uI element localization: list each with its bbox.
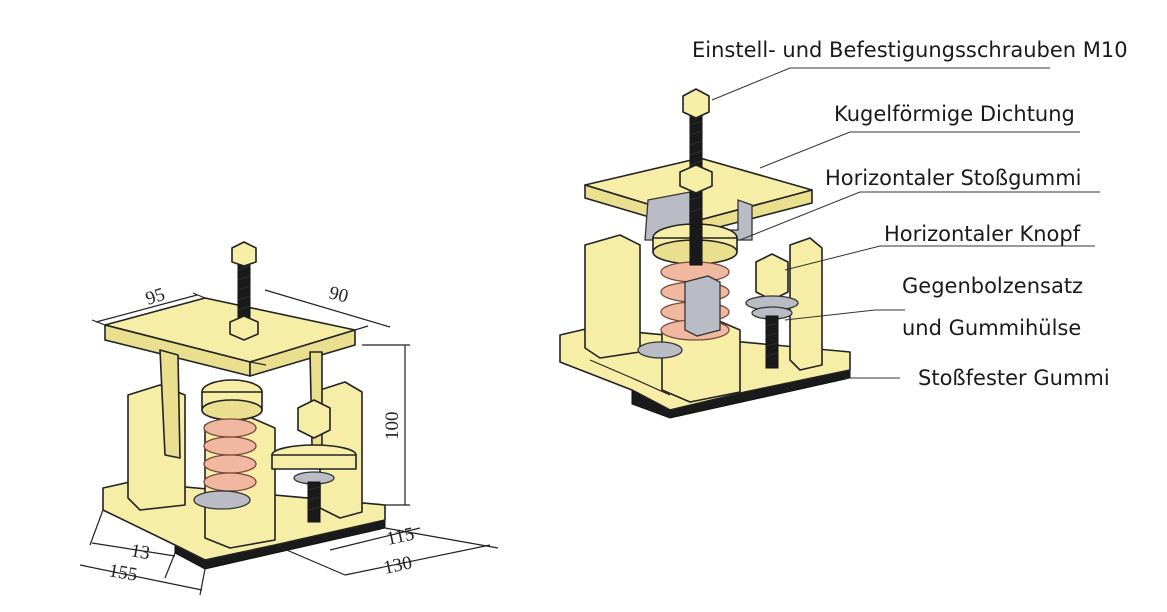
right-horizontal-knob — [755, 253, 789, 301]
label-bolts: Einstell- und Befestigungsschrauben M10 — [692, 38, 1128, 62]
dim-top-left: 95 — [143, 284, 168, 310]
right-bolt-nut — [679, 164, 713, 194]
dim-base-inner-right: 115 — [385, 524, 417, 550]
right-bolt-head — [682, 88, 710, 119]
dimension-lines — [79, 289, 499, 596]
label-spherical-seal: Kugelförmige Dichtung — [834, 102, 1075, 126]
dim-base-inner-left: 13 — [129, 540, 151, 564]
left-side-nut — [297, 399, 331, 439]
label-counter-bolt-line1: Gegenbolzensatz — [902, 274, 1084, 298]
right-center-post — [684, 275, 721, 337]
dim-base-outer-right: 130 — [382, 552, 414, 578]
right-isolator — [559, 88, 851, 419]
label-horizontal-button: Horizontaler Knopf — [884, 222, 1081, 246]
leader-counter-bolt — [784, 309, 905, 321]
leader-horizontal-button — [784, 245, 1095, 271]
left-bolt-head — [231, 241, 257, 267]
dim-height: 100 — [382, 412, 403, 441]
right-lower-rubber — [637, 341, 683, 359]
leader-seal — [759, 131, 1080, 169]
leader-horizontal-rubber — [739, 191, 1100, 241]
right-housing-right — [789, 237, 823, 371]
left-isolator — [102, 241, 386, 570]
leader-bolts — [711, 67, 1050, 101]
label-shockproof-rubber: Stoßfester Gummi — [918, 366, 1110, 390]
left-bolt-nut — [229, 315, 259, 341]
right-housing-left — [584, 234, 641, 359]
callout-leaders — [711, 67, 1100, 379]
left-spring-coil-1 — [203, 418, 257, 438]
dim-top-right: 90 — [327, 282, 351, 307]
label-counter-bolt-line2: und Gummihülse — [902, 316, 1082, 340]
left-side-bolt — [307, 481, 321, 523]
left-lower-rubber — [193, 490, 251, 510]
dim-base-outer-left: 155 — [107, 560, 139, 586]
label-horizontal-rubber: Horizontaler Stoßgummi — [825, 166, 1082, 190]
